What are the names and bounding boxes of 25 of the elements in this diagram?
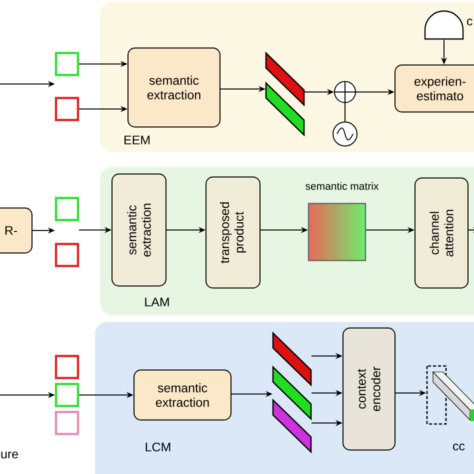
- panel-title: EEM: [124, 136, 150, 144]
- feature-square: [54, 196, 80, 222]
- process-box: R-: [0, 208, 32, 254]
- process-box: context encoder: [342, 328, 396, 450]
- feature-square: [54, 242, 80, 268]
- process-box: semantic extraction: [128, 48, 220, 128]
- cut-label: cc: [453, 444, 465, 450]
- process-box: experien- estimato: [394, 64, 474, 112]
- feature-square: [54, 354, 80, 380]
- noise-source: [332, 122, 358, 146]
- panel-title: LCM: [146, 442, 170, 452]
- process-box: channel attention: [414, 178, 468, 288]
- process-box: semantic extraction: [134, 370, 232, 420]
- feature-square: [54, 382, 80, 408]
- adder-symbol: [334, 81, 356, 103]
- dome-symbol: [424, 10, 464, 40]
- feature-square: [54, 52, 80, 76]
- feature-square: [54, 410, 80, 436]
- process-box: semantic extraction: [112, 174, 166, 286]
- cuboid-drawing: [426, 365, 474, 425]
- feature-square: [54, 96, 80, 122]
- matrix-title: semantic matrix: [306, 182, 379, 190]
- cut-label: ure: [1, 452, 18, 458]
- process-box: transposed product: [206, 176, 260, 288]
- panel-title: LAM: [145, 298, 169, 306]
